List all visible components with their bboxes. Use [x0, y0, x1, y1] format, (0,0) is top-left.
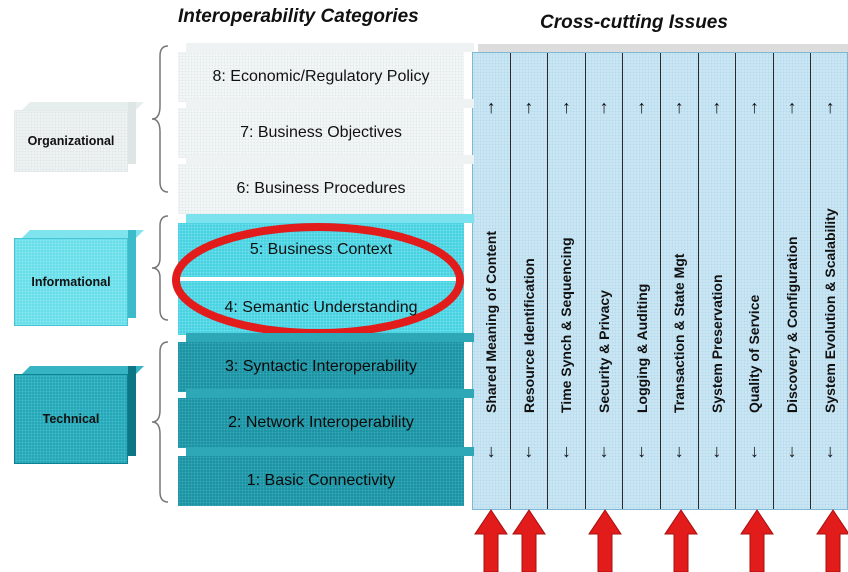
issue-column: ↑ Resource Identification ↓	[511, 53, 549, 509]
brace-informational	[151, 215, 169, 321]
down-arrow-icon: ↓	[637, 441, 647, 461]
up-arrow-icon: ↑	[486, 97, 496, 117]
issue-column: ↑ Logging & Auditing ↓	[623, 53, 661, 509]
down-arrow-icon: ↓	[599, 441, 609, 461]
issue-label: Logging & Auditing	[633, 283, 650, 413]
down-arrow-icon: ↓	[787, 441, 797, 461]
up-arrow-icon: ↑	[749, 97, 759, 117]
group-label: Technical	[42, 412, 100, 426]
issue-column: ↑ Transaction & State Mgt ↓	[661, 53, 699, 509]
up-arrow-icon: ↑	[599, 97, 609, 117]
up-arrow-icon: ↑	[561, 97, 571, 117]
issue-column: ↑ Quality of Service ↓	[736, 53, 774, 509]
down-arrow-icon: ↓	[486, 441, 496, 461]
categories-header: Interoperability Categories	[178, 6, 419, 27]
layer-2: 2: Network Interoperability	[178, 389, 474, 448]
highlight-arrow-icon	[588, 509, 622, 572]
issue-label: System Evolution & Scalability	[822, 208, 839, 413]
group-informational: Informational	[14, 230, 144, 326]
issue-column: ↑ Time Synch & Sequencing ↓	[548, 53, 586, 509]
down-arrow-icon: ↓	[825, 441, 835, 461]
issues-panel: ↑ Shared Meaning of Content ↓ ↑ Resource Ide…	[472, 52, 848, 510]
highlight-arrow-icon	[474, 509, 508, 572]
group-technical: Technical	[14, 366, 144, 464]
group-organizational: Organizational	[14, 102, 144, 172]
highlight-arrow-icon	[816, 509, 848, 572]
issue-column: ↑ Security & Privacy ↓	[586, 53, 624, 509]
highlight-arrow-icon	[664, 509, 698, 572]
issue-column: ↑ System Preservation ↓	[699, 53, 737, 509]
issue-label: Resource Identification	[520, 258, 537, 413]
up-arrow-icon: ↑	[825, 97, 835, 117]
issues-header: Cross-cutting Issues	[540, 12, 728, 33]
up-arrow-icon: ↑	[712, 97, 722, 117]
down-arrow-icon: ↓	[561, 441, 571, 461]
group-label: Organizational	[27, 134, 115, 148]
brace-organizational	[151, 45, 169, 193]
issue-label: Security & Privacy	[596, 290, 613, 413]
up-arrow-icon: ↑	[524, 97, 534, 117]
layer-7: 7: Business Objectives	[178, 99, 474, 158]
down-arrow-icon: ↓	[749, 441, 759, 461]
issue-label: System Preservation	[708, 274, 725, 413]
down-arrow-icon: ↓	[524, 441, 534, 461]
issue-label: Transaction & State Mgt	[671, 253, 688, 413]
layer-8: 8: Economic/Regulatory Policy	[178, 43, 474, 102]
up-arrow-icon: ↑	[787, 97, 797, 117]
group-label: Informational	[31, 275, 111, 289]
issue-label: Time Synch & Sequencing	[558, 237, 575, 413]
issue-column: ↑ Shared Meaning of Content ↓	[473, 53, 511, 509]
highlight-ellipse	[172, 223, 464, 337]
down-arrow-icon: ↓	[712, 441, 722, 461]
layer-4: 4: Semantic Understanding	[178, 281, 464, 335]
issue-label: Discovery & Configuration	[784, 236, 801, 413]
highlight-arrow-icon	[512, 509, 546, 572]
brace-technical	[151, 341, 169, 503]
highlight-arrow-icon	[740, 509, 774, 572]
layer-1: 1: Basic Connectivity	[178, 447, 474, 506]
up-arrow-icon: ↑	[674, 97, 684, 117]
issue-column: ↑ System Evolution & Scalability ↓	[811, 53, 848, 509]
issue-label: Quality of Service	[746, 294, 763, 413]
layer-3: 3: Syntactic Interoperability	[178, 333, 474, 392]
issue-label: Shared Meaning of Content	[483, 231, 500, 413]
layer-5: 5: Business Context	[178, 214, 474, 277]
down-arrow-icon: ↓	[674, 441, 684, 461]
layer-6: 6: Business Procedures	[178, 155, 474, 214]
up-arrow-icon: ↑	[637, 97, 647, 117]
issue-column: ↑ Discovery & Configuration ↓	[774, 53, 812, 509]
